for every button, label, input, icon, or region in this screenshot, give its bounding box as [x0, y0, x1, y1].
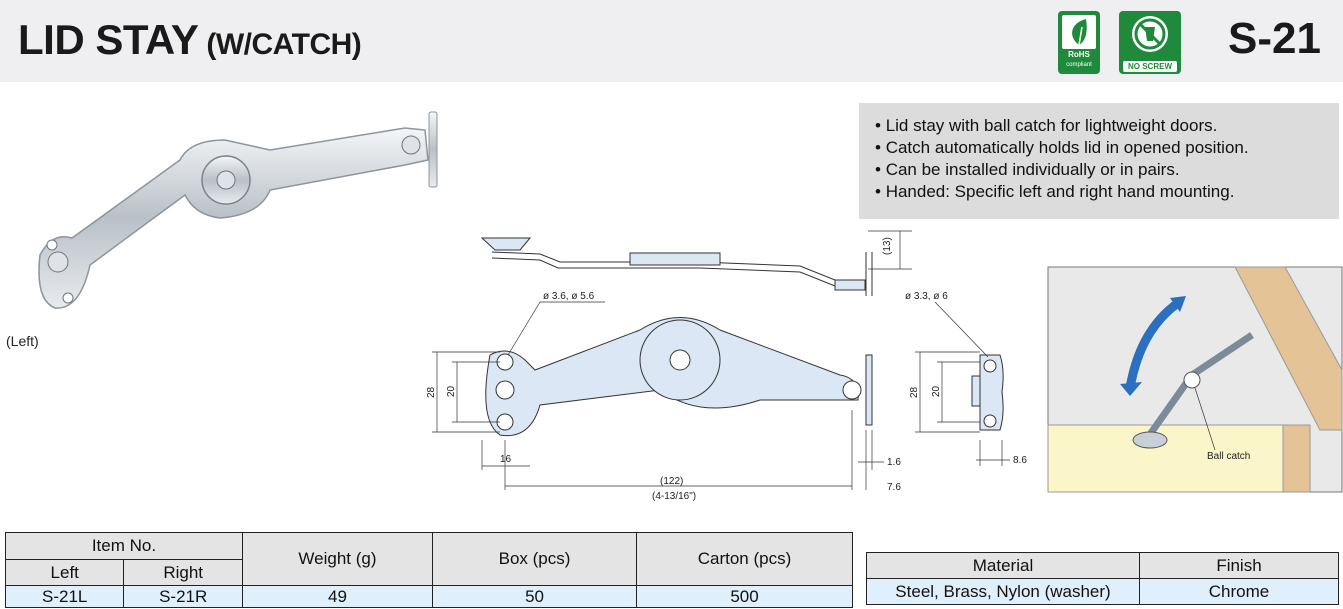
header-bar: LID STAY(W/CATCH) RoHS compliant NO SCREW… — [0, 0, 1343, 82]
dim-1-6: 1.6 — [887, 457, 901, 468]
rohs-badge: RoHS compliant — [1058, 11, 1100, 74]
header-material: Material — [866, 552, 1140, 579]
header-item-no: Item No. — [5, 532, 243, 560]
cell-right: S-21R — [123, 585, 243, 608]
table-row: S-21L S-21R 49 50 500 — [4, 585, 853, 608]
side-view — [480, 230, 912, 296]
spec-table: Item No. Weight (g) Box (pcs) Carton (pc… — [4, 532, 853, 608]
header-carton: Carton (pcs) — [636, 532, 853, 586]
feature-list: Lid stay with ball catch for lightweight… — [859, 103, 1339, 203]
header-left: Left — [4, 559, 125, 586]
material-table: Material Finish Steel, Brass, Nylon (was… — [866, 552, 1339, 605]
page-title: LID STAY(W/CATCH) — [18, 16, 362, 64]
rohs-sublabel: compliant — [1066, 62, 1092, 68]
feature-item: Handed: Specific left and right hand mou… — [875, 181, 1339, 203]
ball-catch-label: Ball catch — [1207, 451, 1250, 462]
title-subtitle: (W/CATCH) — [206, 28, 362, 61]
catch-view-dims — [915, 301, 1010, 466]
header-right: Right — [123, 559, 243, 586]
installation-illustration — [1047, 266, 1343, 493]
header-finish: Finish — [1139, 552, 1339, 579]
dim-20-left: 20 — [446, 385, 457, 397]
table-row: Steel, Brass, Nylon (washer) Chrome — [866, 578, 1339, 605]
dim-20-right: 20 — [931, 385, 942, 397]
feature-item: Catch automatically holds lid in opened … — [875, 137, 1339, 159]
dim-8-6: 8.6 — [1013, 455, 1027, 466]
header-box: Box (pcs) — [432, 532, 637, 586]
cell-finish: Chrome — [1139, 578, 1339, 605]
cell-material: Steel, Brass, Nylon (washer) — [866, 578, 1140, 605]
cell-carton: 500 — [636, 585, 853, 608]
dim-122-inch: (4-13/16") — [652, 491, 696, 502]
title-main: LID STAY — [18, 16, 199, 63]
no-screw-badge: NO SCREW — [1119, 11, 1181, 74]
no-screw-label: NO SCREW — [1123, 61, 1177, 72]
cell-box: 50 — [432, 585, 637, 608]
feature-item: Can be installed individually or in pair… — [875, 159, 1339, 181]
dim-28-left: 28 — [426, 386, 437, 398]
product-code: S-21 — [1228, 14, 1321, 63]
dim-hole-right: ø 3.3, ø 6 — [905, 291, 948, 302]
dim-122: (122) — [660, 476, 683, 487]
photo-caption: (Left) — [6, 333, 39, 349]
dim-16: 16 — [500, 454, 512, 465]
dim-height-top: (13) — [882, 237, 893, 255]
no-screw-icon — [1132, 16, 1168, 52]
dim-28-right: 28 — [909, 386, 920, 398]
feature-box: Lid stay with ball catch for lightweight… — [859, 103, 1339, 219]
cell-left: S-21L — [4, 585, 125, 608]
cell-weight: 49 — [241, 585, 434, 608]
dim-7-6: 7.6 — [887, 482, 901, 493]
top-view — [485, 317, 873, 437]
rohs-label: RoHS — [1068, 50, 1090, 59]
feature-item: Lid stay with ball catch for lightweight… — [875, 115, 1339, 137]
catch-view — [971, 354, 1004, 431]
leaf-icon — [1062, 15, 1096, 49]
top-view-dims — [432, 301, 884, 490]
header-weight: Weight (g) — [241, 532, 434, 586]
dim-hole-left: ø 3.6, ø 5.6 — [543, 291, 595, 302]
lid-stay-photo — [38, 111, 438, 309]
